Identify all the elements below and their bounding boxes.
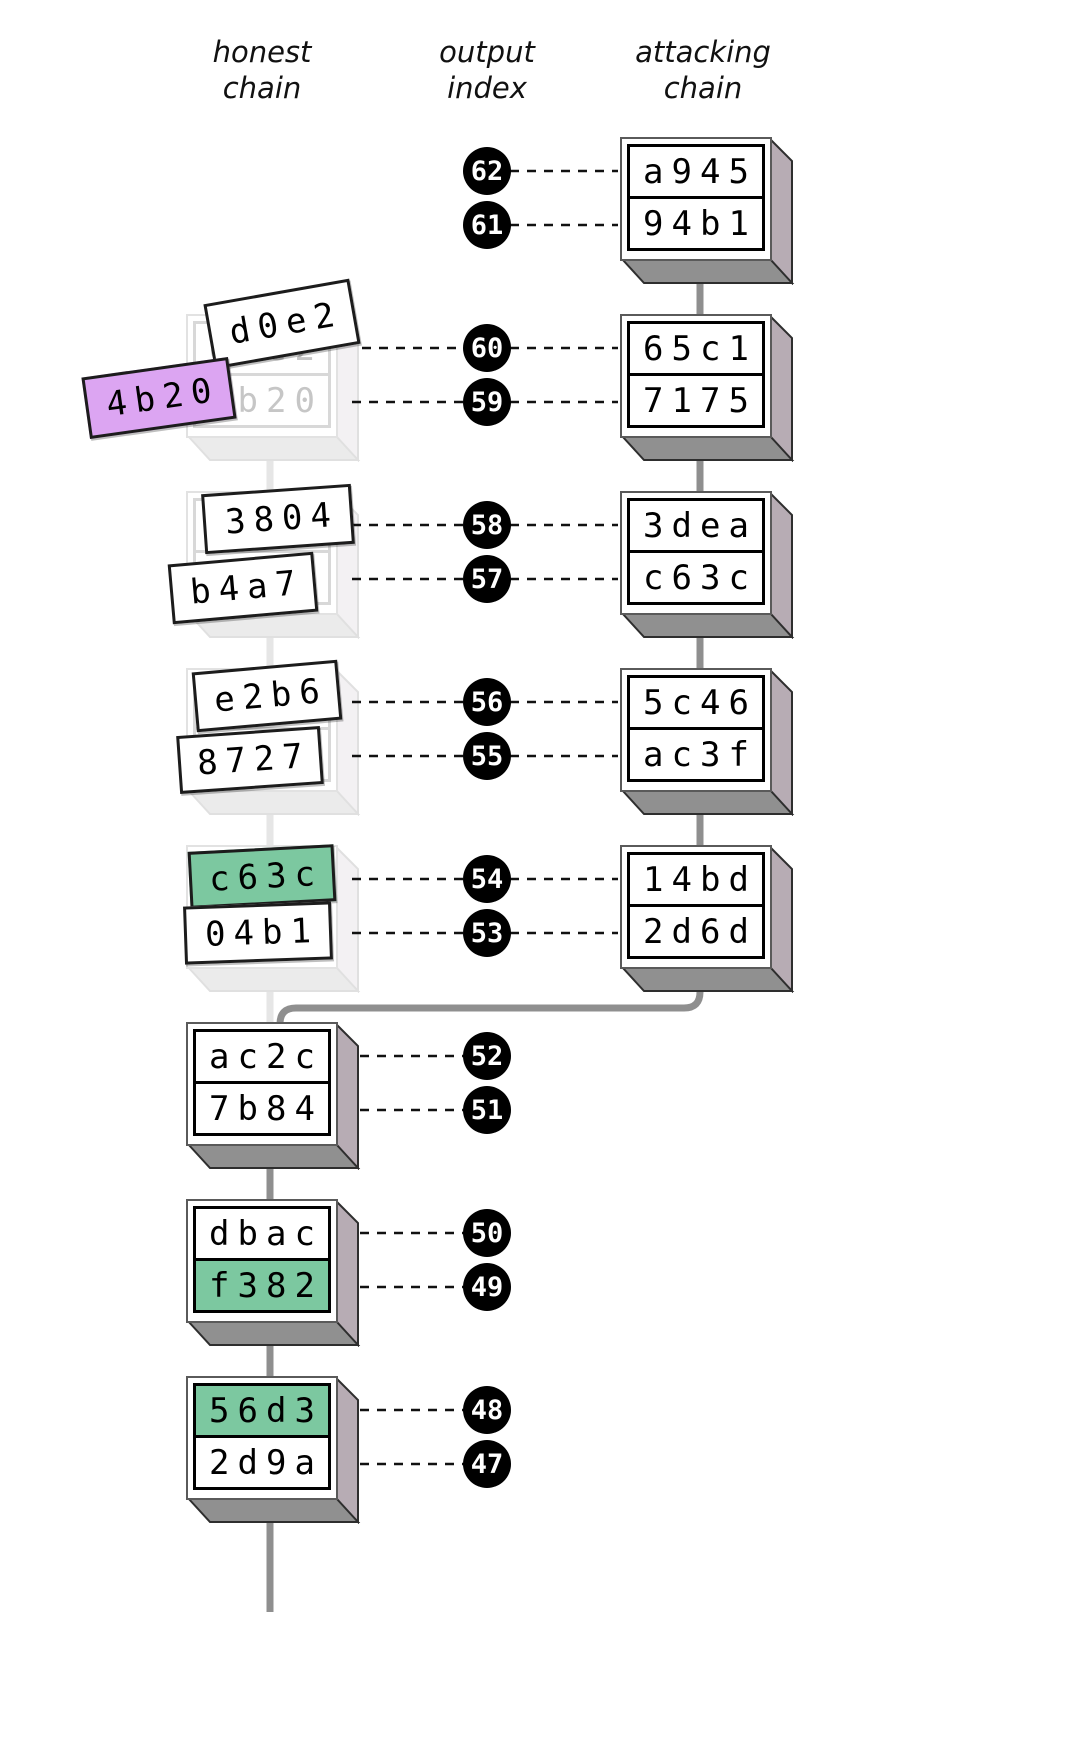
block-face: dbac f382 (186, 1199, 338, 1323)
output-index-badge: 48 (463, 1386, 511, 1434)
header-attacking-chain: attacking chain (593, 34, 813, 106)
hash-cell: ac3f (627, 727, 765, 782)
block-face: 65c1 7175 (620, 314, 772, 438)
hash-text: e2b6 (212, 670, 330, 721)
output-index-badge: 49 (463, 1263, 511, 1311)
output-index-badge: 51 (463, 1086, 511, 1134)
hash-cell: ac2c (193, 1029, 331, 1084)
output-index-badge: 62 (463, 147, 511, 195)
hash-label: b4a7 (167, 551, 319, 625)
hash-text: a945 (643, 151, 757, 192)
attacking-block: 14bd 2d6d (620, 845, 796, 993)
output-index-badge: 47 (463, 1440, 511, 1488)
hash-text: ac2c (209, 1036, 323, 1077)
header-line: honest (212, 35, 312, 69)
hash-text: 65c1 (643, 328, 757, 369)
hash-cell: 3dea (627, 498, 765, 553)
hash-text: 2d9a (209, 1442, 323, 1483)
hash-label: e2b6 (191, 659, 343, 733)
hash-cell: 56d3 (193, 1383, 331, 1438)
hash-text: 04b1 (204, 910, 320, 955)
hash-text: 8727 (195, 735, 313, 784)
header-honest-chain: honest chain (152, 34, 372, 106)
honest-solid-block: dbac f382 (186, 1199, 362, 1347)
output-index-badge: 52 (463, 1032, 511, 1080)
header-line: output (439, 35, 535, 69)
attacking-block: 3dea c63c (620, 491, 796, 639)
hash-cell: 2d6d (627, 904, 765, 959)
header-line: chain (222, 71, 302, 105)
hash-label: 04b1 (183, 901, 333, 965)
hash-cell: 7b84 (193, 1081, 331, 1136)
hash-label: 3804 (201, 483, 355, 555)
hash-cell: f382 (193, 1258, 331, 1313)
hash-cell: a945 (627, 144, 765, 199)
output-index-badge: 60 (463, 324, 511, 372)
block-3d-faces (186, 1376, 361, 1524)
output-index-badge: 57 (463, 555, 511, 603)
honest-solid-block: ac2c 7b84 (186, 1022, 362, 1170)
header-output-index: output index (377, 34, 597, 106)
block-3d-faces (186, 314, 361, 462)
output-index-badge: 58 (463, 501, 511, 549)
block-3d-faces (186, 845, 361, 993)
hash-cell: c63c (627, 550, 765, 605)
honest-solid-block: 56d3 2d9a (186, 1376, 362, 1524)
hash-cell: 65c1 (627, 321, 765, 376)
output-index-badge: 59 (463, 378, 511, 426)
hash-cell: 94b1 (627, 196, 765, 251)
hash-cell: 5c46 (627, 675, 765, 730)
output-index-badge: 61 (463, 201, 511, 249)
hash-text: 14bd (643, 859, 757, 900)
hash-cell: dbac (193, 1206, 331, 1261)
block-3d-faces (186, 668, 361, 816)
hash-text: ac3f (643, 734, 757, 775)
header-line: chain (663, 71, 743, 105)
hash-text: 7175 (643, 380, 757, 421)
hash-text: c63c (643, 557, 757, 598)
hash-text: 3dea (643, 505, 757, 546)
hash-text: 4b20 (103, 369, 223, 426)
attacking-block: a945 94b1 (620, 137, 796, 285)
output-index-badge: 56 (463, 678, 511, 726)
hash-cell: 7175 (627, 373, 765, 428)
block-face: ac2c 7b84 (186, 1022, 338, 1146)
block-3d-faces (186, 1199, 361, 1347)
hash-text: 3804 (223, 494, 341, 543)
hash-text: d0e2 (226, 293, 346, 353)
block-face: 3dea c63c (620, 491, 772, 615)
attacking-block: 5c46 ac3f (620, 668, 796, 816)
output-index-badge: 55 (463, 732, 511, 780)
hash-text: 2d6d (643, 911, 757, 952)
block-face: 56d3 2d9a (186, 1376, 338, 1500)
hash-label: c63c (187, 844, 337, 909)
block-face: a945 94b1 (620, 137, 772, 261)
hash-cell: 14bd (627, 852, 765, 907)
header-line: attacking (635, 35, 771, 69)
output-index-badge: 50 (463, 1209, 511, 1257)
hash-text: 7b84 (209, 1088, 323, 1129)
hash-text: c63c (208, 853, 324, 900)
hash-text: 94b1 (643, 203, 757, 244)
hash-cell: 2d9a (193, 1435, 331, 1490)
block-face: 14bd 2d6d (620, 845, 772, 969)
attacking-block: 65c1 7175 (620, 314, 796, 462)
hash-text: 56d3 (209, 1390, 323, 1431)
hash-text: b4a7 (188, 562, 306, 613)
header-line: index (447, 71, 527, 105)
hash-text: 5c46 (643, 682, 757, 723)
hash-label: 8727 (176, 726, 324, 794)
hash-text: dbac (209, 1213, 323, 1254)
output-index-badge: 54 (463, 855, 511, 903)
output-index-badge: 53 (463, 909, 511, 957)
hash-text: f382 (209, 1265, 323, 1306)
block-face: 5c46 ac3f (620, 668, 772, 792)
